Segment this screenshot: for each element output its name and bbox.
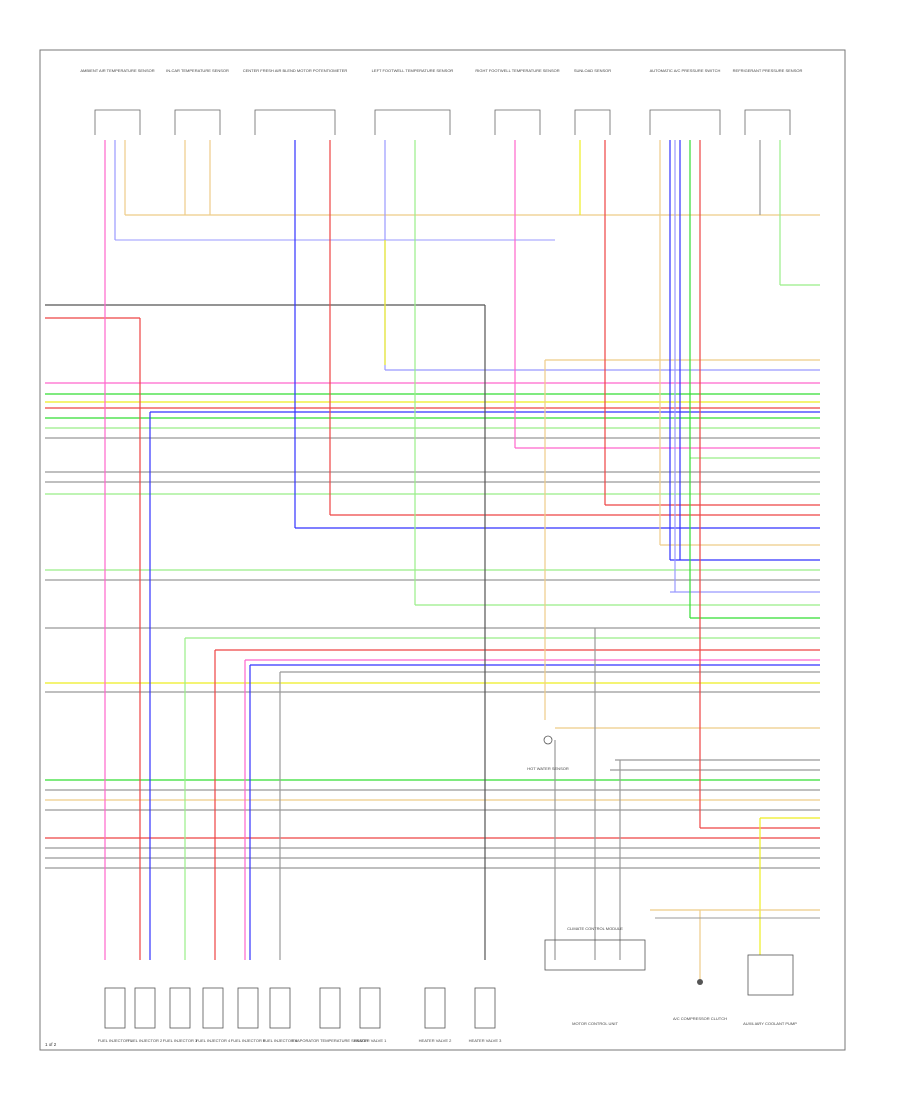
- sensor-housing: [254, 109, 336, 135]
- top-component-label: CENTER FRESH AIR BLEND MOTOR POTENTIOMET…: [243, 68, 348, 73]
- bottom-component-label: AUXILIARY COOLANT PUMP: [743, 1021, 797, 1026]
- sensor-housing: [494, 109, 541, 135]
- bottom-component-label: A/C COMPRESSOR CLUTCH: [673, 1016, 727, 1021]
- hot-water-sensor: [543, 735, 553, 745]
- bottom-component-label: FUEL INJECTOR 6: [263, 1038, 298, 1043]
- top-component-label: LEFT FOOTWELL TEMPERATURE SENSOR: [372, 68, 454, 73]
- mid-component-label: CLIMATE CONTROL MODULE: [567, 926, 623, 931]
- motor-control-connector: [544, 939, 646, 971]
- bottom-component-label: FUEL INJECTOR 4: [196, 1038, 231, 1043]
- top-component-label: IN-CAR TEMPERATURE SENSOR: [166, 68, 229, 73]
- bottom-component-label: HEATER VALVE 3: [469, 1038, 502, 1043]
- bottom-component-label: MOTOR CONTROL UNIT: [572, 1021, 618, 1026]
- sensor-housing: [174, 109, 221, 135]
- sensor-housing: [374, 109, 451, 135]
- top-component-label: SUNLOAD SENSOR: [574, 68, 611, 73]
- top-component-label: AUTOMATIC A/C PRESSURE SWITCH: [650, 68, 721, 73]
- top-component-label: AMBIENT AIR TEMPERATURE SENSOR: [80, 68, 154, 73]
- sensor-housing: [574, 109, 611, 135]
- connector-box: [169, 987, 191, 1029]
- bottom-component-label: HEATER VALVE 1: [354, 1038, 387, 1043]
- connector-box: [424, 987, 446, 1029]
- bottom-component-label: FUEL INJECTOR 3: [163, 1038, 198, 1043]
- connector-box: [474, 987, 496, 1029]
- top-component-label: REFRIGERANT PRESSURE SENSOR: [733, 68, 803, 73]
- connector-box: [104, 987, 126, 1029]
- pump-box: [747, 954, 794, 996]
- connector-box: [134, 987, 156, 1029]
- bottom-component-label: HEATER VALVE 2: [419, 1038, 452, 1043]
- sensor-housing: [94, 109, 141, 135]
- bottom-component-label: FUEL INJECTOR 5: [231, 1038, 266, 1043]
- mid-component-label: HOT WATER SENSOR: [527, 766, 569, 771]
- page-number: 1 of 2: [45, 1042, 57, 1047]
- sensor-housing: [744, 109, 791, 135]
- top-component-label: RIGHT FOOTWELL TEMPERATURE SENSOR: [475, 68, 559, 73]
- bottom-component-label: EVAPORATOR TEMPERATURE SENSOR: [292, 1038, 368, 1043]
- connector-box: [202, 987, 224, 1029]
- bottom-component-label: FUEL INJECTOR 1: [98, 1038, 133, 1043]
- wire-layer: [45, 140, 820, 980]
- ground-point: [697, 979, 703, 985]
- component-layer: AMBIENT AIR TEMPERATURE SENSOR IN-CAR TEM…: [80, 68, 802, 1043]
- connector-box: [319, 987, 341, 1029]
- connector-box: [359, 987, 381, 1029]
- connector-box: [237, 987, 259, 1029]
- diagram-frame: [39, 49, 846, 1051]
- bottom-component-label: FUEL INJECTOR 2: [128, 1038, 163, 1043]
- sensor-housing: [649, 109, 721, 135]
- connector-box: [269, 987, 291, 1029]
